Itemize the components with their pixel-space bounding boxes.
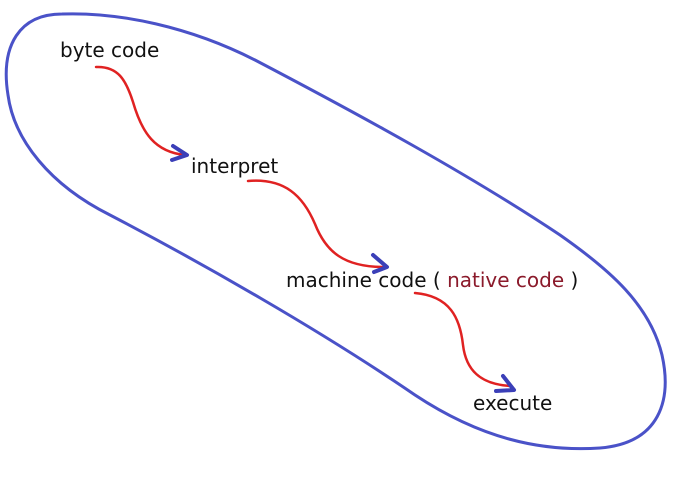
arrowhead-machine-to-execute: [494, 374, 516, 393]
enclosing-outline: [4, 12, 667, 451]
paren-close: ): [564, 268, 579, 292]
node-machine-code: machine code ( native code ): [286, 268, 578, 292]
node-interpret: interpret: [191, 154, 279, 178]
node-execute: execute: [473, 391, 553, 415]
connector-interpret-to-machine: [246, 179, 386, 269]
paren-open: (: [426, 268, 448, 292]
connector-machine-to-execute: [413, 291, 512, 388]
arrowhead-interpret-to-machine: [371, 253, 389, 274]
node-byte-code: byte code: [60, 38, 160, 62]
native-code-label: native code: [447, 268, 565, 292]
arrowhead-bytecode-to-interpret: [170, 144, 189, 162]
machine-code-label: machine code: [286, 268, 427, 292]
connector-bytecode-to-interpret: [94, 65, 187, 157]
